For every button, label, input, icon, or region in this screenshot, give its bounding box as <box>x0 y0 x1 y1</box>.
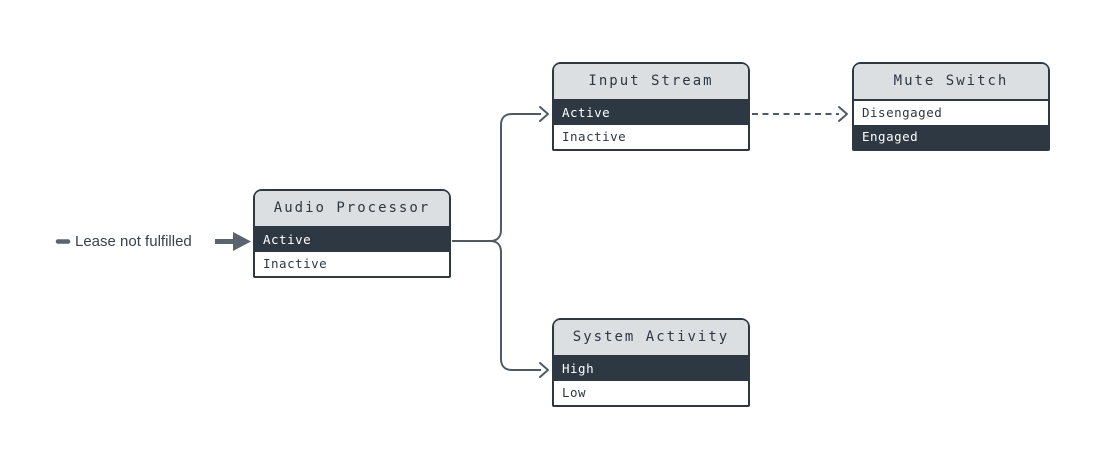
row-low: Low <box>554 381 748 405</box>
row-inactive: Inactive <box>255 252 449 276</box>
node-audio-processor: Audio Processor Active Inactive <box>253 189 451 278</box>
node-title: Input Stream <box>554 64 748 101</box>
node-system-activity: System Activity High Low <box>552 318 750 407</box>
row-engaged: Engaged <box>854 125 1048 149</box>
node-title: Mute Switch <box>854 64 1048 101</box>
arrowhead-dashed-icon <box>838 106 848 122</box>
row-inactive: Inactive <box>554 125 748 149</box>
node-input-stream: Input Stream Active Inactive <box>552 62 750 151</box>
row-active: Active <box>255 228 449 252</box>
annotation-arrow-icon <box>233 232 251 251</box>
connector-fork-down <box>452 240 541 371</box>
node-mute-switch: Mute Switch Disengaged Engaged <box>852 62 1050 151</box>
row-disengaged: Disengaged <box>854 101 1048 125</box>
connector-fork-up <box>452 113 541 242</box>
arrowhead-down-icon <box>539 362 549 378</box>
node-title: Audio Processor <box>255 191 449 228</box>
arrowhead-up-icon <box>539 106 549 122</box>
row-active: Active <box>554 101 748 125</box>
annotation-label: Lease not fulfilled <box>75 233 192 250</box>
row-high: High <box>554 357 748 381</box>
node-title: System Activity <box>554 320 748 357</box>
